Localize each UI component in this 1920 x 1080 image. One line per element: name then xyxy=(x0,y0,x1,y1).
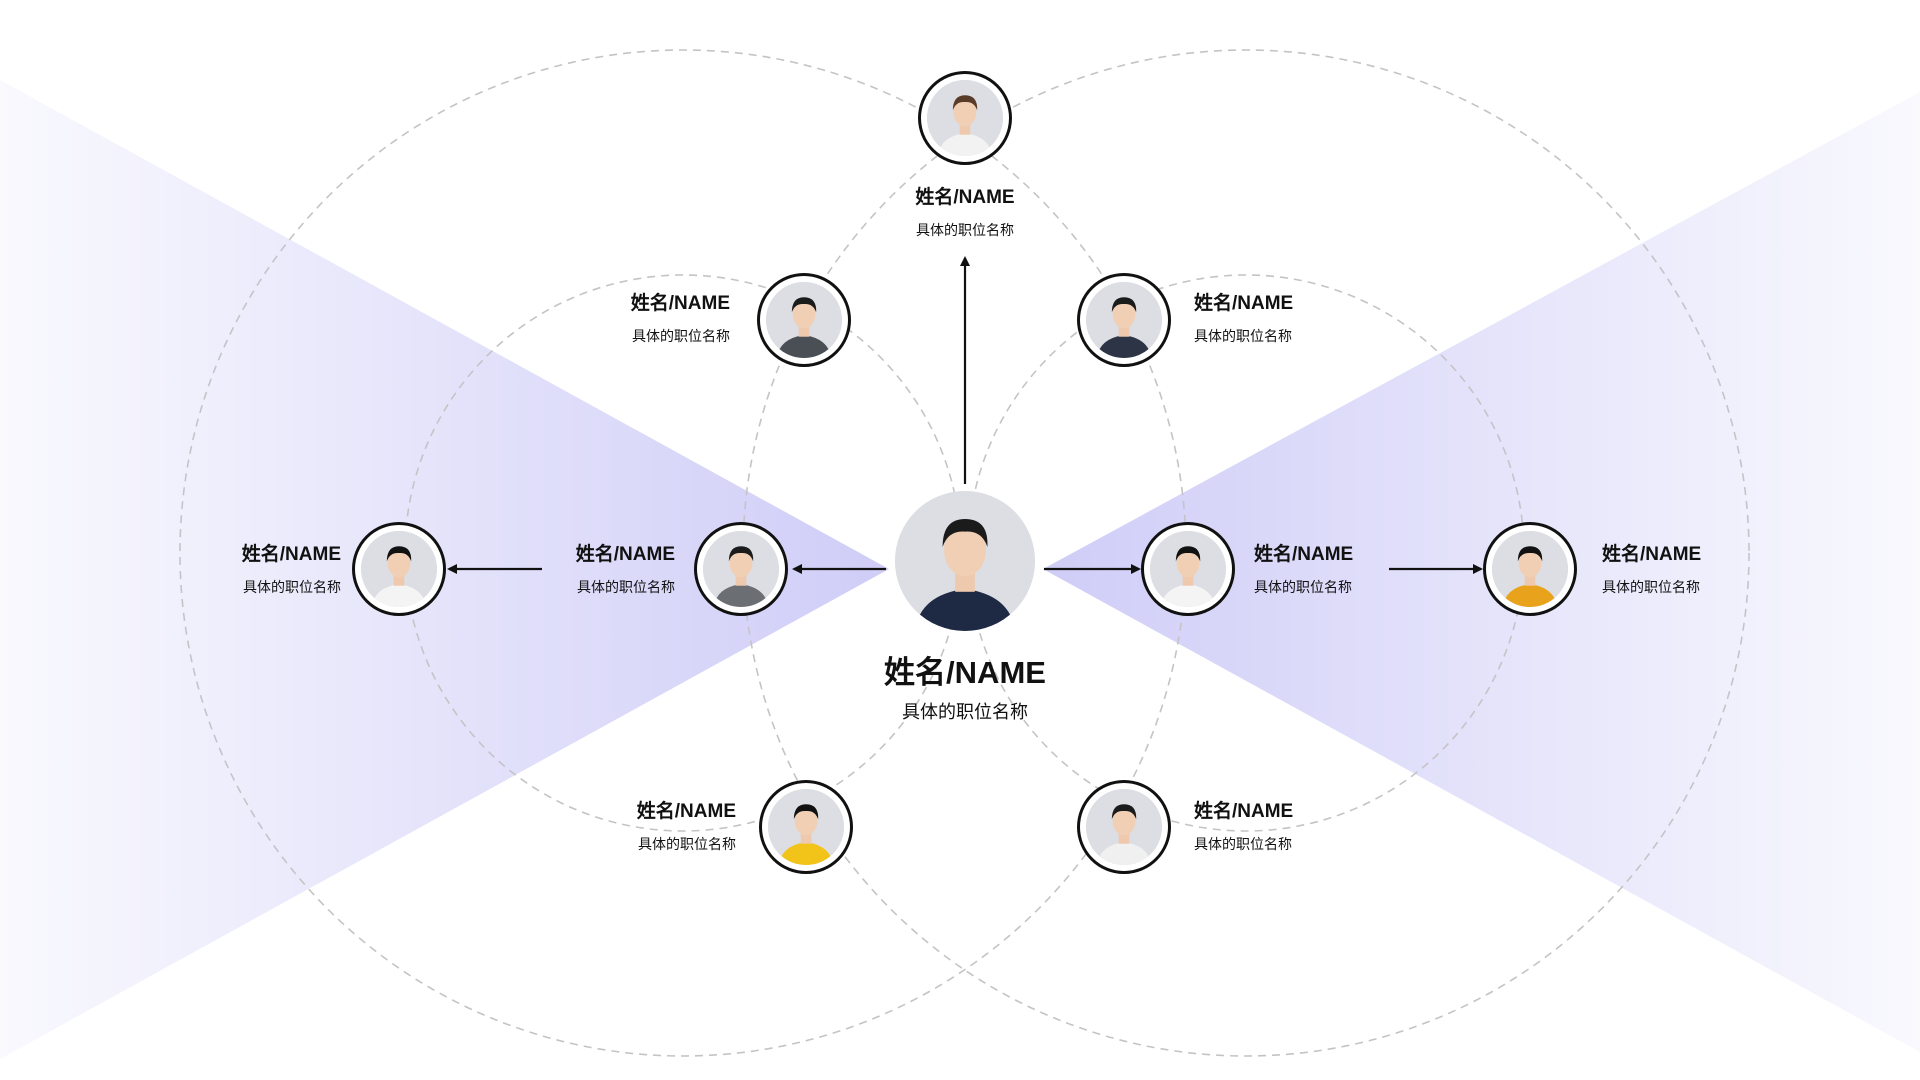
person-label-mid-left-outer: 姓名/NAME 具体的职位名称 xyxy=(242,543,341,597)
person-silhouette-icon xyxy=(1086,282,1162,358)
person-avatar-upper-left[interactable] xyxy=(757,273,851,367)
person-title: 具体的职位名称 xyxy=(1194,836,1292,852)
person-title: 具体的职位名称 xyxy=(632,328,730,344)
person-title: 具体的职位名称 xyxy=(1194,328,1292,344)
center-person-label: 姓名/NAME 具体的职位名称 xyxy=(884,654,1046,722)
avatar-photo xyxy=(1150,531,1226,607)
person-name: 姓名/NAME xyxy=(241,544,341,565)
person-silhouette-icon xyxy=(361,531,437,607)
person-avatar-lower-right[interactable] xyxy=(1077,780,1171,874)
person-silhouette-icon xyxy=(895,491,1035,631)
person-label-top: 姓名/NAME 具体的职位名称 xyxy=(915,186,1014,240)
person-silhouette-icon xyxy=(703,531,779,607)
person-name: 姓名/NAME xyxy=(1254,544,1354,565)
avatar-photo xyxy=(895,491,1035,631)
person-silhouette-icon xyxy=(1492,531,1568,607)
person-label-mid-right-inner: 姓名/NAME 具体的职位名称 xyxy=(1254,543,1353,597)
person-name: 姓名/NAME xyxy=(575,544,675,565)
person-name: 姓名/NAME xyxy=(630,293,730,314)
person-avatar-top[interactable] xyxy=(918,71,1012,165)
person-label-mid-left-inner: 姓名/NAME 具体的职位名称 xyxy=(576,543,675,597)
person-label-upper-right: 姓名/NAME 具体的职位名称 xyxy=(1194,292,1293,346)
person-title: 具体的职位名称 xyxy=(1602,579,1700,595)
person-label-upper-left: 姓名/NAME 具体的职位名称 xyxy=(631,292,730,346)
person-name: 姓名/NAME xyxy=(1602,544,1702,565)
person-avatar-mid-right-inner[interactable] xyxy=(1141,522,1235,616)
person-name: 姓名/NAME xyxy=(915,187,1015,208)
person-name: 姓名/NAME xyxy=(636,801,736,822)
right-outer-ring xyxy=(742,49,1750,1057)
avatar-photo xyxy=(703,531,779,607)
person-label-lower-right: 姓名/NAME 具体的职位名称 xyxy=(1194,800,1293,854)
center-person-avatar[interactable] xyxy=(895,491,1035,631)
person-name: 姓名/NAME xyxy=(1194,293,1294,314)
person-title: 具体的职位名称 xyxy=(243,579,341,595)
avatar-photo xyxy=(766,282,842,358)
person-label-lower-left: 姓名/NAME 具体的职位名称 xyxy=(637,800,736,854)
person-silhouette-icon xyxy=(927,80,1003,156)
person-silhouette-icon xyxy=(766,282,842,358)
person-name: 姓名/NAME xyxy=(1194,801,1294,822)
person-title: 具体的职位名称 xyxy=(1254,579,1352,595)
avatar-photo xyxy=(927,80,1003,156)
person-avatar-upper-right[interactable] xyxy=(1077,273,1171,367)
avatar-photo xyxy=(1492,531,1568,607)
person-avatar-mid-left-outer[interactable] xyxy=(352,522,446,616)
person-title: 具体的职位名称 xyxy=(901,702,1028,722)
person-name: 姓名/NAME xyxy=(884,655,1046,690)
avatar-photo xyxy=(1086,789,1162,865)
person-title: 具体的职位名称 xyxy=(915,222,1014,238)
person-silhouette-icon xyxy=(1150,531,1226,607)
person-title: 具体的职位名称 xyxy=(577,579,675,595)
avatar-photo xyxy=(361,531,437,607)
person-avatar-mid-right-outer[interactable] xyxy=(1483,522,1577,616)
person-avatar-lower-left[interactable] xyxy=(759,780,853,874)
person-avatar-mid-left-inner[interactable] xyxy=(694,522,788,616)
person-silhouette-icon xyxy=(1086,789,1162,865)
person-silhouette-icon xyxy=(768,789,844,865)
avatar-photo xyxy=(1086,282,1162,358)
avatar-photo xyxy=(768,789,844,865)
person-label-mid-right-outer: 姓名/NAME 具体的职位名称 xyxy=(1602,543,1701,597)
person-title: 具体的职位名称 xyxy=(638,836,736,852)
